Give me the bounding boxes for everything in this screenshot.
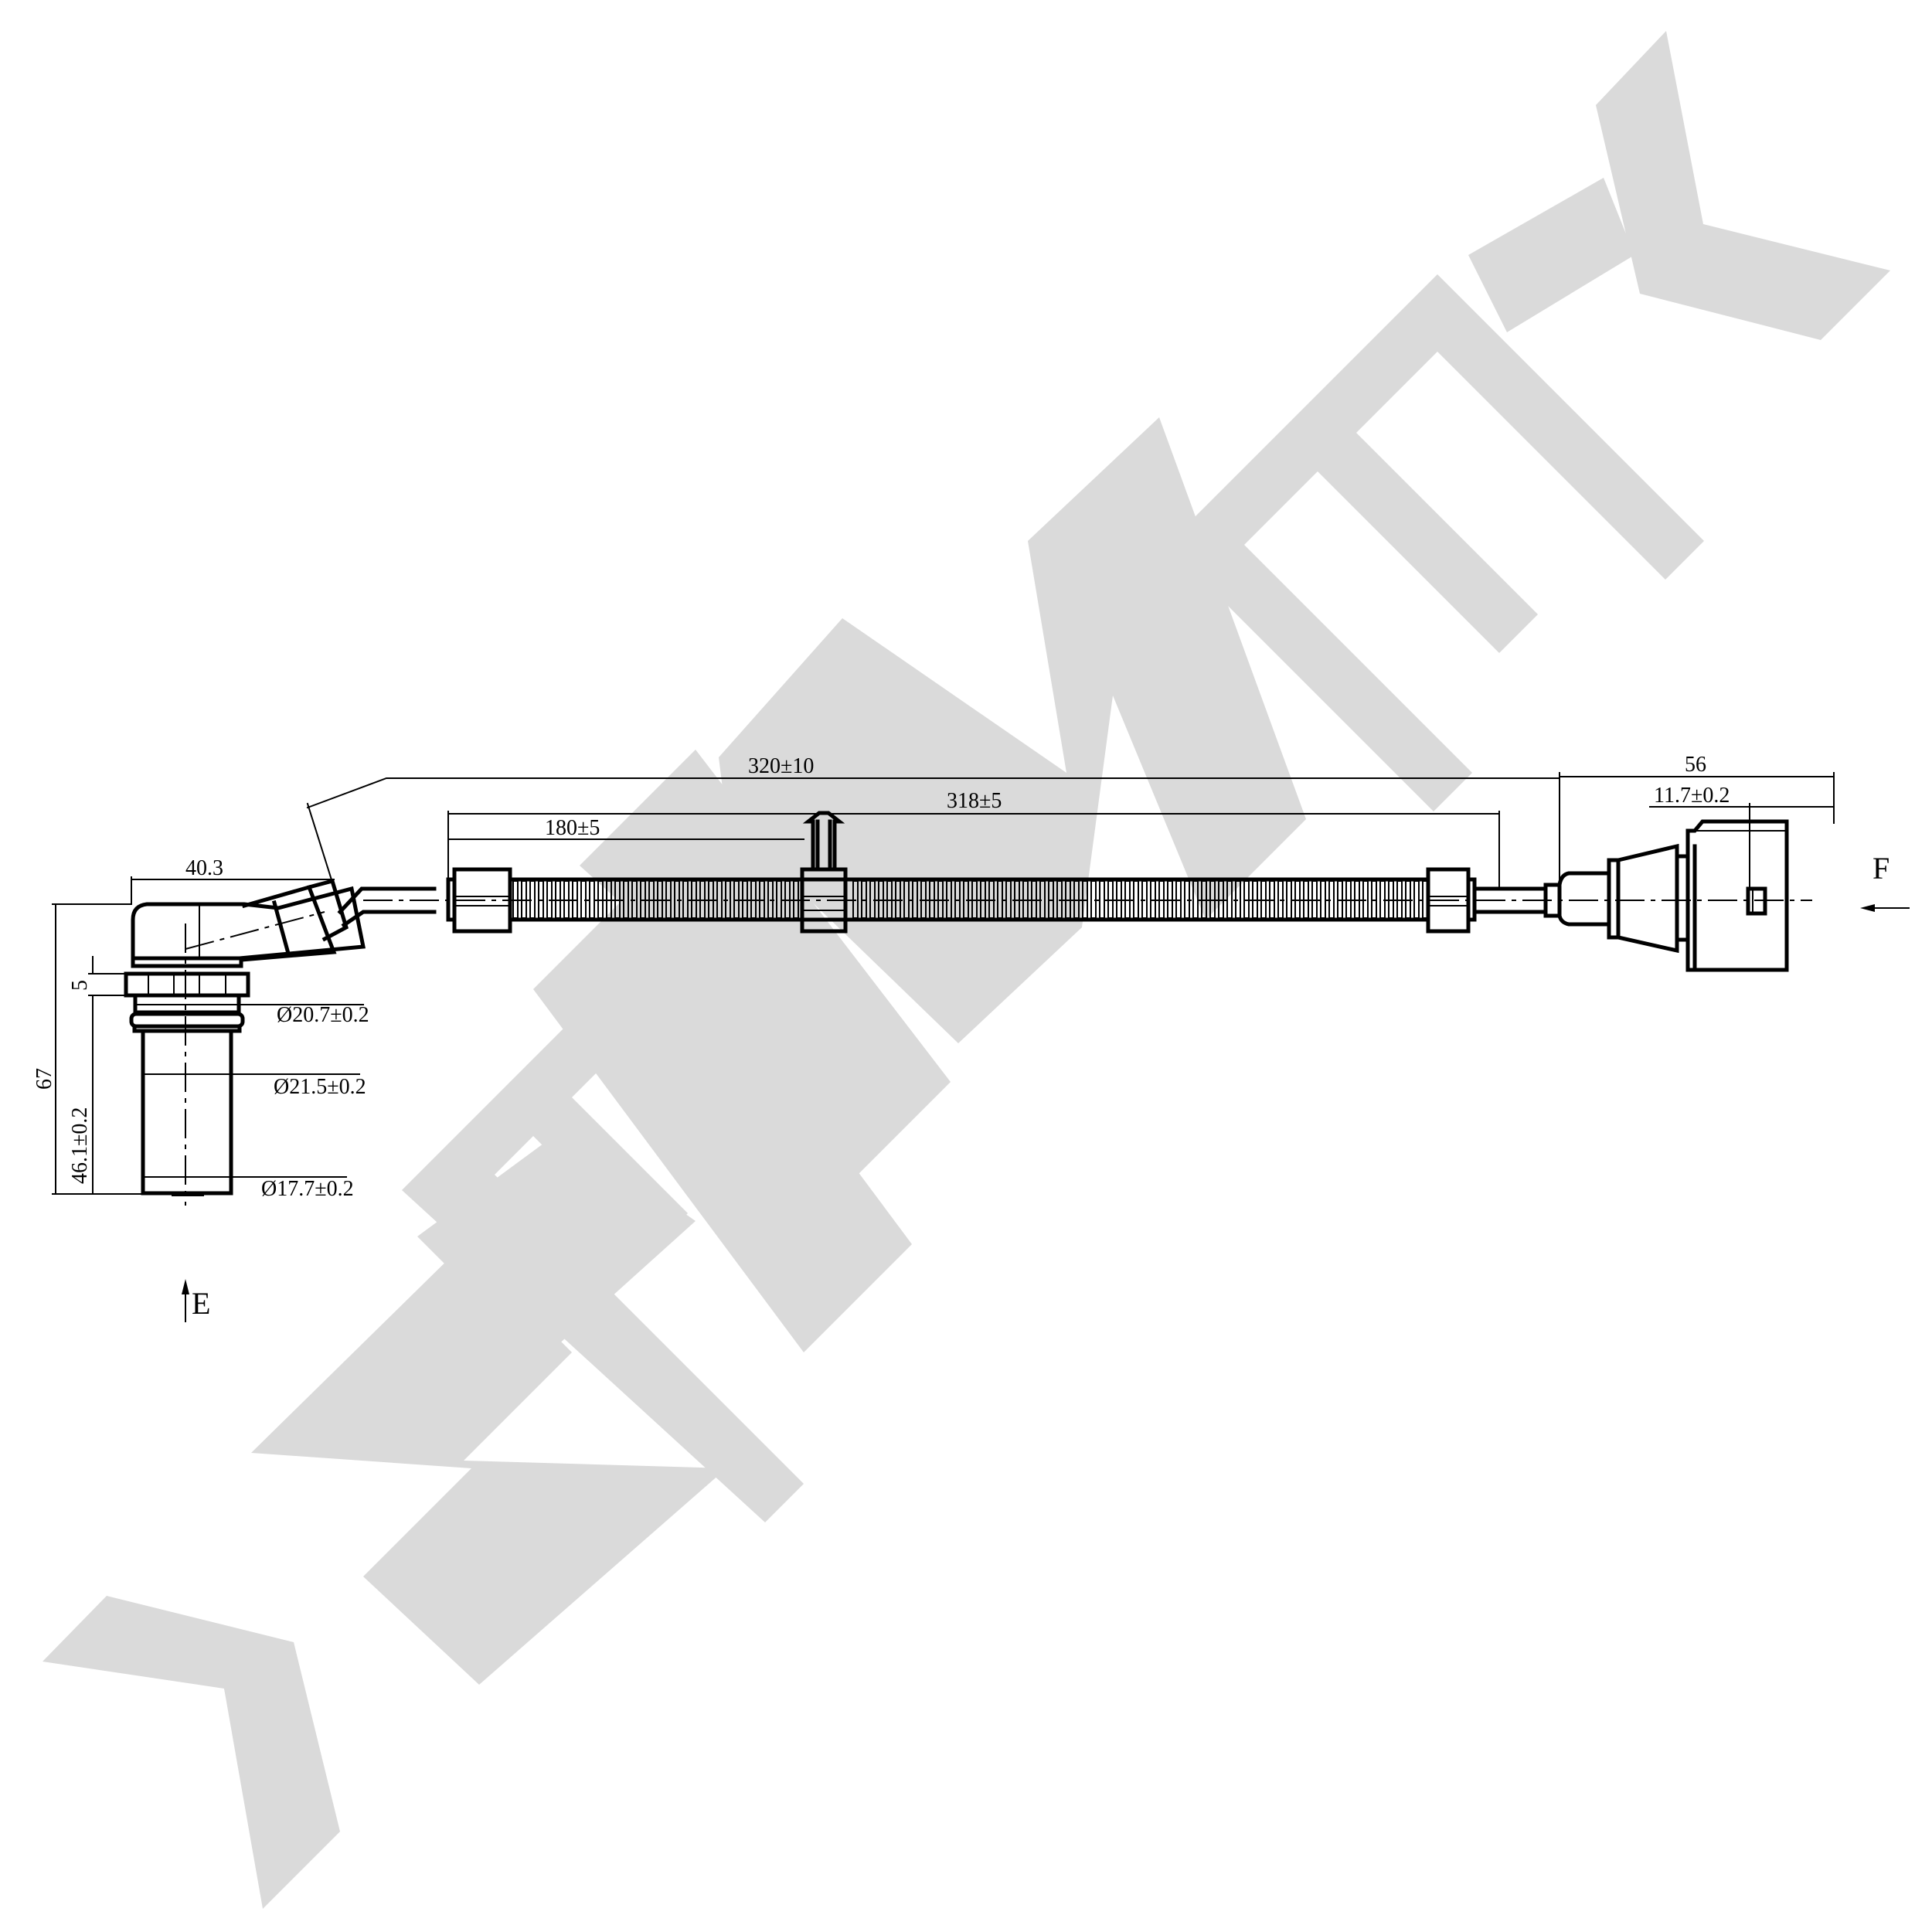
dim-head-width: 40.3: [185, 856, 223, 880]
sensor-dimensions: 40.3 67 5 46.1±0.2 Ø20.7±0.2 Ø21.5±0.2 Ø…: [32, 856, 369, 1322]
dim-flange-thickness: 5: [68, 980, 92, 991]
watermark: [43, 31, 1890, 1909]
dim-cable-length: 320±10: [748, 754, 814, 778]
connector: [1543, 819, 1789, 972]
dim-overall-height: 67: [32, 1068, 56, 1090]
dim-connector-offset: 11.7±0.2: [1654, 784, 1730, 808]
dim-clip-position: 180±5: [545, 816, 600, 840]
harness-dimensions: 320±10 318±5 180±5 56 11.7±0.2 F: [306, 753, 1910, 912]
dim-sleeve-length: 318±5: [947, 789, 1002, 813]
dim-body-length: 46.1±0.2: [68, 1107, 92, 1184]
dim-connector-length: 56: [1685, 753, 1706, 777]
dim-dia-flange: Ø20.7±0.2: [277, 1003, 369, 1027]
sensor-body: [124, 878, 366, 1206]
view-label-f: F: [1872, 851, 1889, 886]
dim-dia-oring: Ø21.5±0.2: [274, 1075, 366, 1099]
view-label-e: E: [192, 1286, 210, 1321]
cable-harness: [337, 811, 1812, 934]
dim-dia-tip: Ø17.7±0.2: [261, 1177, 354, 1201]
